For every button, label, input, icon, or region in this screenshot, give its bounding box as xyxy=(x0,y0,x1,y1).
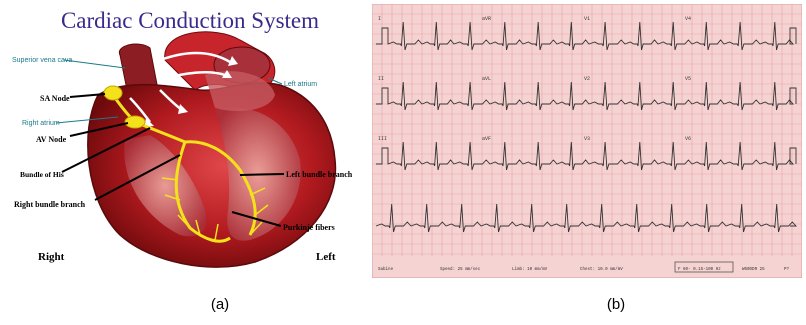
lead-label: I xyxy=(378,16,381,22)
ecg-footer-text: Chest: 10.0 mm/mV xyxy=(580,267,623,272)
ecg-footer-text: F 60- 0.15-100 Hz xyxy=(678,268,721,272)
diagram-title: Cardiac Conduction System xyxy=(61,8,319,33)
label-left-atrium: Left atrium xyxy=(284,81,317,88)
label-sa-node: SA Node xyxy=(40,94,70,103)
label-left-bundle-branch: Left bundle branch xyxy=(286,170,353,179)
ecg-footer-text: W60DDR 25 xyxy=(742,268,765,272)
label-av-node: AV Node xyxy=(36,135,67,144)
ecg-footer-text: Speed: 25 mm/sec xyxy=(440,267,481,272)
caption-a: (a) xyxy=(200,296,240,313)
label-right-side: Right xyxy=(38,251,65,263)
label-right-atrium: Right atrium xyxy=(22,120,60,127)
av-node xyxy=(125,116,145,128)
lead-label: V3 xyxy=(584,136,590,142)
lead-label: V4 xyxy=(685,16,691,22)
caption-b: (b) xyxy=(596,296,636,313)
sa-node xyxy=(104,86,122,100)
lead-label: V1 xyxy=(584,16,590,22)
cardiac-conduction-diagram: Cardiac Conduction System xyxy=(0,0,370,282)
label-left-side: Left xyxy=(316,251,336,263)
ecg-footer-text: Limb: 10 mm/mV xyxy=(512,267,548,272)
label-right-bundle-branch: Right bundle branch xyxy=(14,200,86,209)
lead-label: aVF xyxy=(482,136,491,142)
lead-label: III xyxy=(378,136,387,142)
lead-label: aVL xyxy=(482,76,491,82)
lead-label: V5 xyxy=(685,76,691,82)
lead-label: V6 xyxy=(685,136,691,142)
label-bundle-of-his: Bundle of His xyxy=(20,170,64,179)
lead-label: aVR xyxy=(482,16,491,22)
label-purkinje-fibers: Purkinje fibers xyxy=(283,223,335,232)
label-superior-vena-cava: Superior vena cava xyxy=(12,57,72,64)
ecg-footer-text: P? xyxy=(784,268,790,272)
ecg-footer-text: Sabine xyxy=(378,267,394,272)
lead-label: II xyxy=(378,76,384,82)
lead-label: V2 xyxy=(584,76,590,82)
